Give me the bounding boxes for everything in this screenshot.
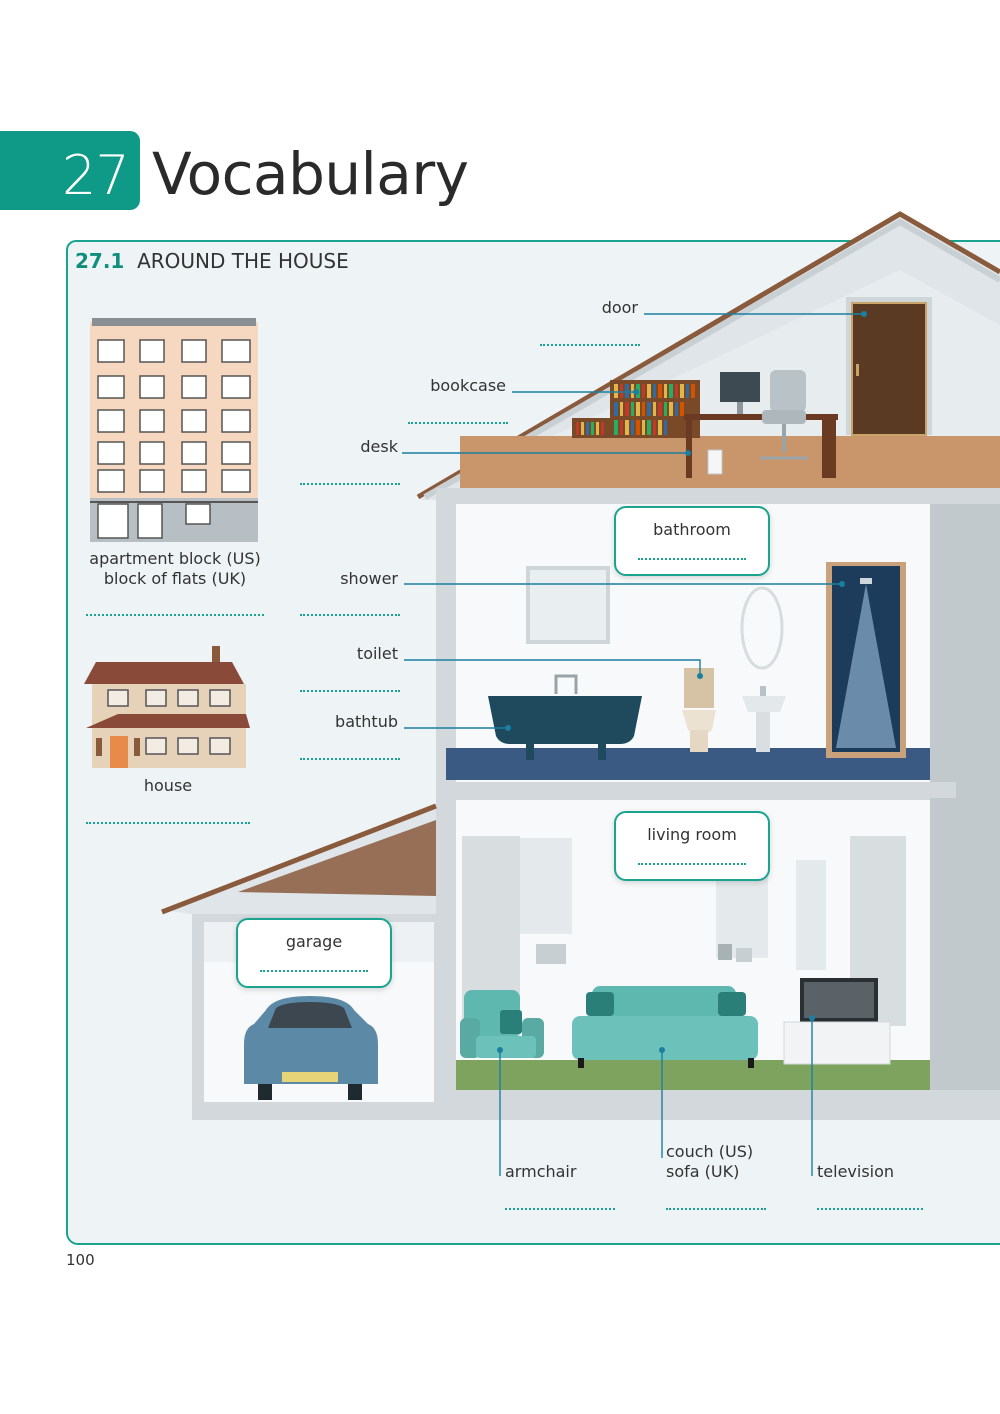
answer-blank-apartment[interactable]: [86, 614, 264, 616]
shower-graphic: [826, 562, 906, 758]
answer-blank-couch[interactable]: [666, 1208, 766, 1210]
room-box-living-room: living room: [614, 811, 770, 881]
label-armchair: armchair: [505, 1162, 577, 1181]
label-bathtub: bathtub: [335, 712, 398, 731]
answer-blank-living-room[interactable]: [638, 863, 746, 865]
label-apartment-block-us: apartment block (US): [89, 549, 261, 568]
answer-blank-shower[interactable]: [300, 614, 400, 616]
label-house: house: [143, 776, 193, 795]
label-couch-us: couch (US): [666, 1142, 754, 1161]
answer-blank-toilet[interactable]: [300, 690, 400, 692]
television-graphic: [783, 978, 891, 1065]
answer-blank-door[interactable]: [540, 344, 640, 346]
answer-blank-bookcase[interactable]: [408, 422, 508, 424]
label-toilet: toilet: [356, 644, 398, 663]
bookcase-graphic: [572, 380, 700, 438]
chapter-tab: [0, 131, 140, 210]
door-graphic: [851, 302, 927, 436]
answer-blank-house[interactable]: [86, 822, 250, 824]
label-sofa-uk: sofa (UK): [666, 1162, 740, 1181]
label-desk: desk: [360, 437, 398, 456]
answer-blank-garage[interactable]: [260, 970, 368, 972]
armchair-graphic: [460, 990, 544, 1058]
chapter-number: 27: [62, 144, 130, 207]
section-heading: 27.1 AROUND THE HOUSE: [75, 249, 349, 273]
apartment-building-graphic: [90, 318, 258, 542]
label-door: door: [601, 298, 638, 317]
room-box-garage: garage: [236, 918, 392, 988]
section-title: AROUND THE HOUSE: [137, 249, 349, 273]
answer-blank-desk[interactable]: [300, 483, 400, 485]
car-graphic: [244, 996, 378, 1100]
answer-blank-television[interactable]: [817, 1208, 923, 1210]
room-box-bathroom: bathroom: [614, 506, 770, 576]
room-label-bathroom: bathroom: [653, 520, 731, 539]
section-number: 27.1: [75, 249, 125, 273]
label-television: television: [817, 1162, 895, 1181]
answer-blank-armchair[interactable]: [505, 1208, 615, 1210]
label-shower: shower: [340, 569, 398, 588]
bathtub-graphic: [488, 674, 642, 760]
room-label-living-room: living room: [647, 825, 737, 844]
answer-blank-bathtub[interactable]: [300, 758, 400, 760]
couch-graphic: [572, 986, 758, 1068]
label-block-of-flats-uk: block of flats (UK): [103, 569, 247, 588]
sink-graphic: [742, 686, 786, 752]
room-label-garage: garage: [285, 932, 343, 951]
answer-blank-bathroom[interactable]: [638, 558, 746, 560]
house-graphic: [84, 646, 250, 768]
desk-graphic: [684, 370, 838, 478]
chapter-title: Vocabulary: [152, 140, 469, 208]
page-number: 100: [66, 1251, 95, 1269]
label-bookcase: bookcase: [430, 376, 506, 395]
